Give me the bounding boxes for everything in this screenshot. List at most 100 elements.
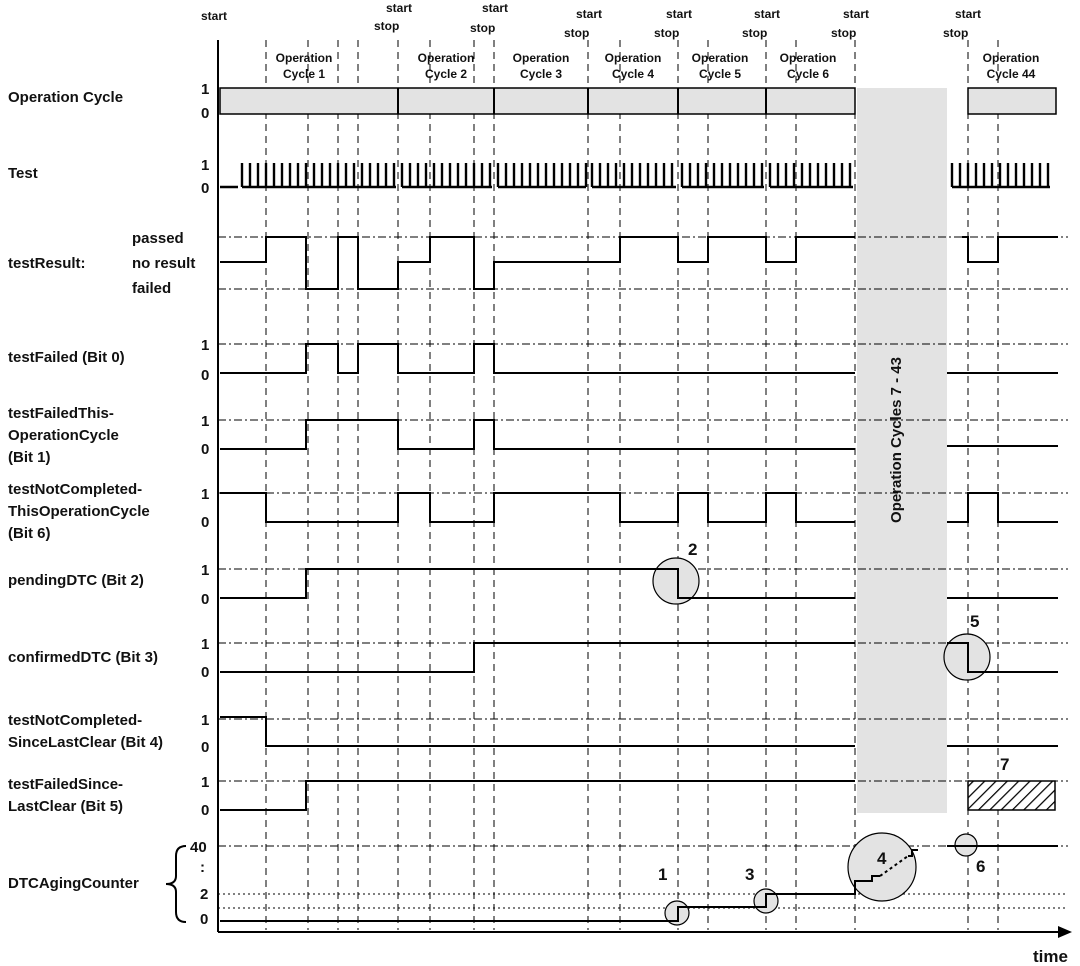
svg-text:start: start	[576, 7, 602, 21]
svg-text:1: 1	[201, 486, 209, 503]
svg-text:1: 1	[201, 636, 209, 653]
svg-text:Operation: Operation	[983, 51, 1040, 65]
signal-labels: Operation Cycle Test testResult: testFai…	[8, 89, 163, 892]
svg-text:testFailedThis-: testFailedThis-	[8, 405, 114, 422]
svg-text:0: 0	[201, 591, 209, 608]
svg-text:1: 1	[201, 712, 209, 729]
svg-text:2: 2	[200, 886, 208, 903]
svg-text:0: 0	[201, 514, 209, 531]
svg-text:stop: stop	[374, 19, 399, 33]
svg-text:7: 7	[1000, 755, 1009, 774]
test-failed-waveform	[220, 343, 1058, 374]
hatched-region-7	[967, 780, 1056, 811]
svg-text:3: 3	[745, 865, 754, 884]
svg-text:no result: no result	[132, 255, 195, 272]
svg-text:DTCAgingCounter: DTCAgingCounter	[8, 875, 139, 892]
svg-text:1: 1	[201, 157, 209, 174]
svg-text:confirmedDTC (Bit 3): confirmedDTC (Bit 3)	[8, 649, 158, 666]
svg-text:1: 1	[201, 413, 209, 430]
aging-brace	[165, 845, 187, 923]
gap-band	[857, 88, 947, 813]
level-labels: 1 0 1 0 passed no result failed 1 0 1 0 …	[132, 81, 209, 819]
svg-text:Operation: Operation	[276, 51, 333, 65]
test-not-completed-this-cycle-waveform	[220, 492, 1058, 523]
svg-text:start: start	[482, 1, 508, 15]
svg-text:5: 5	[970, 612, 979, 631]
svg-text:Operation: Operation	[780, 51, 837, 65]
svg-text:1: 1	[201, 337, 209, 354]
svg-text:start: start	[201, 9, 227, 23]
svg-text:0: 0	[201, 802, 209, 819]
svg-text:Operation: Operation	[692, 51, 749, 65]
svg-text:0: 0	[201, 441, 209, 458]
svg-text:0: 0	[201, 180, 209, 197]
pending-dtc-waveform	[220, 557, 1058, 605]
svg-text:stop: stop	[831, 26, 856, 40]
svg-text:Operation: Operation	[513, 51, 570, 65]
svg-text:start: start	[386, 1, 412, 15]
svg-text:testFailed (Bit 0): testFailed (Bit 0)	[8, 349, 125, 366]
marker-numbers: 1 2 3 4 5 6 7	[658, 540, 1009, 884]
aging-counter-axis: 40 : 2 0	[165, 839, 208, 928]
svg-text:testNotCompleted-: testNotCompleted-	[8, 712, 142, 729]
svg-text:Cycle 6: Cycle 6	[787, 67, 829, 81]
cycle-labels: Operation Cycle 1 Operation Cycle 2 Oper…	[276, 51, 1040, 81]
svg-text:0: 0	[201, 739, 209, 756]
svg-text:failed: failed	[132, 280, 171, 297]
svg-text:stop: stop	[470, 21, 495, 35]
svg-text:stop: stop	[943, 26, 968, 40]
svg-text:40: 40	[190, 839, 207, 856]
svg-text:testFailedSince-: testFailedSince-	[8, 776, 123, 793]
svg-text:testResult:: testResult:	[8, 255, 86, 272]
svg-text:Cycle 5: Cycle 5	[699, 67, 741, 81]
start-stop-labels: start start stop start stop start stop s…	[201, 1, 981, 40]
svg-text:start: start	[955, 7, 981, 21]
svg-text:(Bit 1): (Bit 1)	[8, 449, 51, 466]
svg-text:2: 2	[688, 540, 697, 559]
svg-text:1: 1	[658, 865, 667, 884]
svg-text:Operation: Operation	[418, 51, 475, 65]
operation-cycle-waveform	[219, 87, 1057, 115]
svg-text:Cycle 1: Cycle 1	[283, 67, 325, 81]
svg-text:Cycle 4: Cycle 4	[612, 67, 654, 81]
svg-text:Cycle 44: Cycle 44	[987, 67, 1036, 81]
svg-text:testNotCompleted-: testNotCompleted-	[8, 481, 142, 498]
svg-text:Operation: Operation	[605, 51, 662, 65]
svg-text:passed: passed	[132, 230, 184, 247]
marker-circle-4	[847, 832, 917, 902]
test-result-waveform	[220, 236, 1058, 290]
svg-text:Test: Test	[8, 165, 38, 182]
level-reference-lines	[218, 236, 1068, 909]
svg-text:(Bit 6): (Bit 6)	[8, 525, 51, 542]
svg-text:OperationCycle: OperationCycle	[8, 427, 119, 444]
svg-text::: :	[200, 859, 205, 876]
svg-text:SinceLastClear (Bit 4): SinceLastClear (Bit 4)	[8, 734, 163, 751]
svg-text:0: 0	[200, 911, 208, 928]
svg-text:1: 1	[201, 81, 209, 98]
test-not-completed-since-clear-waveform	[220, 716, 1058, 747]
svg-text:1: 1	[201, 562, 209, 579]
svg-text:start: start	[843, 7, 869, 21]
gap-label: Operation Cycles 7 - 43	[888, 357, 905, 523]
test-failed-since-clear-waveform	[220, 780, 1056, 811]
svg-text:stop: stop	[742, 26, 767, 40]
dtc-aging-counter-waveform	[220, 832, 1058, 926]
svg-text:Cycle 3: Cycle 3	[520, 67, 562, 81]
svg-text:0: 0	[201, 367, 209, 384]
svg-text:stop: stop	[564, 26, 589, 40]
test-pulses	[220, 163, 1050, 189]
svg-text:Cycle 2: Cycle 2	[425, 67, 467, 81]
svg-text:1: 1	[201, 774, 209, 791]
svg-text:6: 6	[976, 857, 985, 876]
svg-text:stop: stop	[654, 26, 679, 40]
svg-text:LastClear (Bit 5): LastClear (Bit 5)	[8, 798, 123, 815]
svg-text:0: 0	[201, 105, 209, 122]
svg-text:ThisOperationCycle: ThisOperationCycle	[8, 503, 150, 520]
time-label: time	[1033, 947, 1068, 966]
time-arrow	[1058, 926, 1072, 938]
svg-text:start: start	[754, 7, 780, 21]
test-failed-this-cycle-waveform	[220, 419, 1058, 450]
confirmed-dtc-waveform	[220, 633, 1058, 681]
svg-text:start: start	[666, 7, 692, 21]
